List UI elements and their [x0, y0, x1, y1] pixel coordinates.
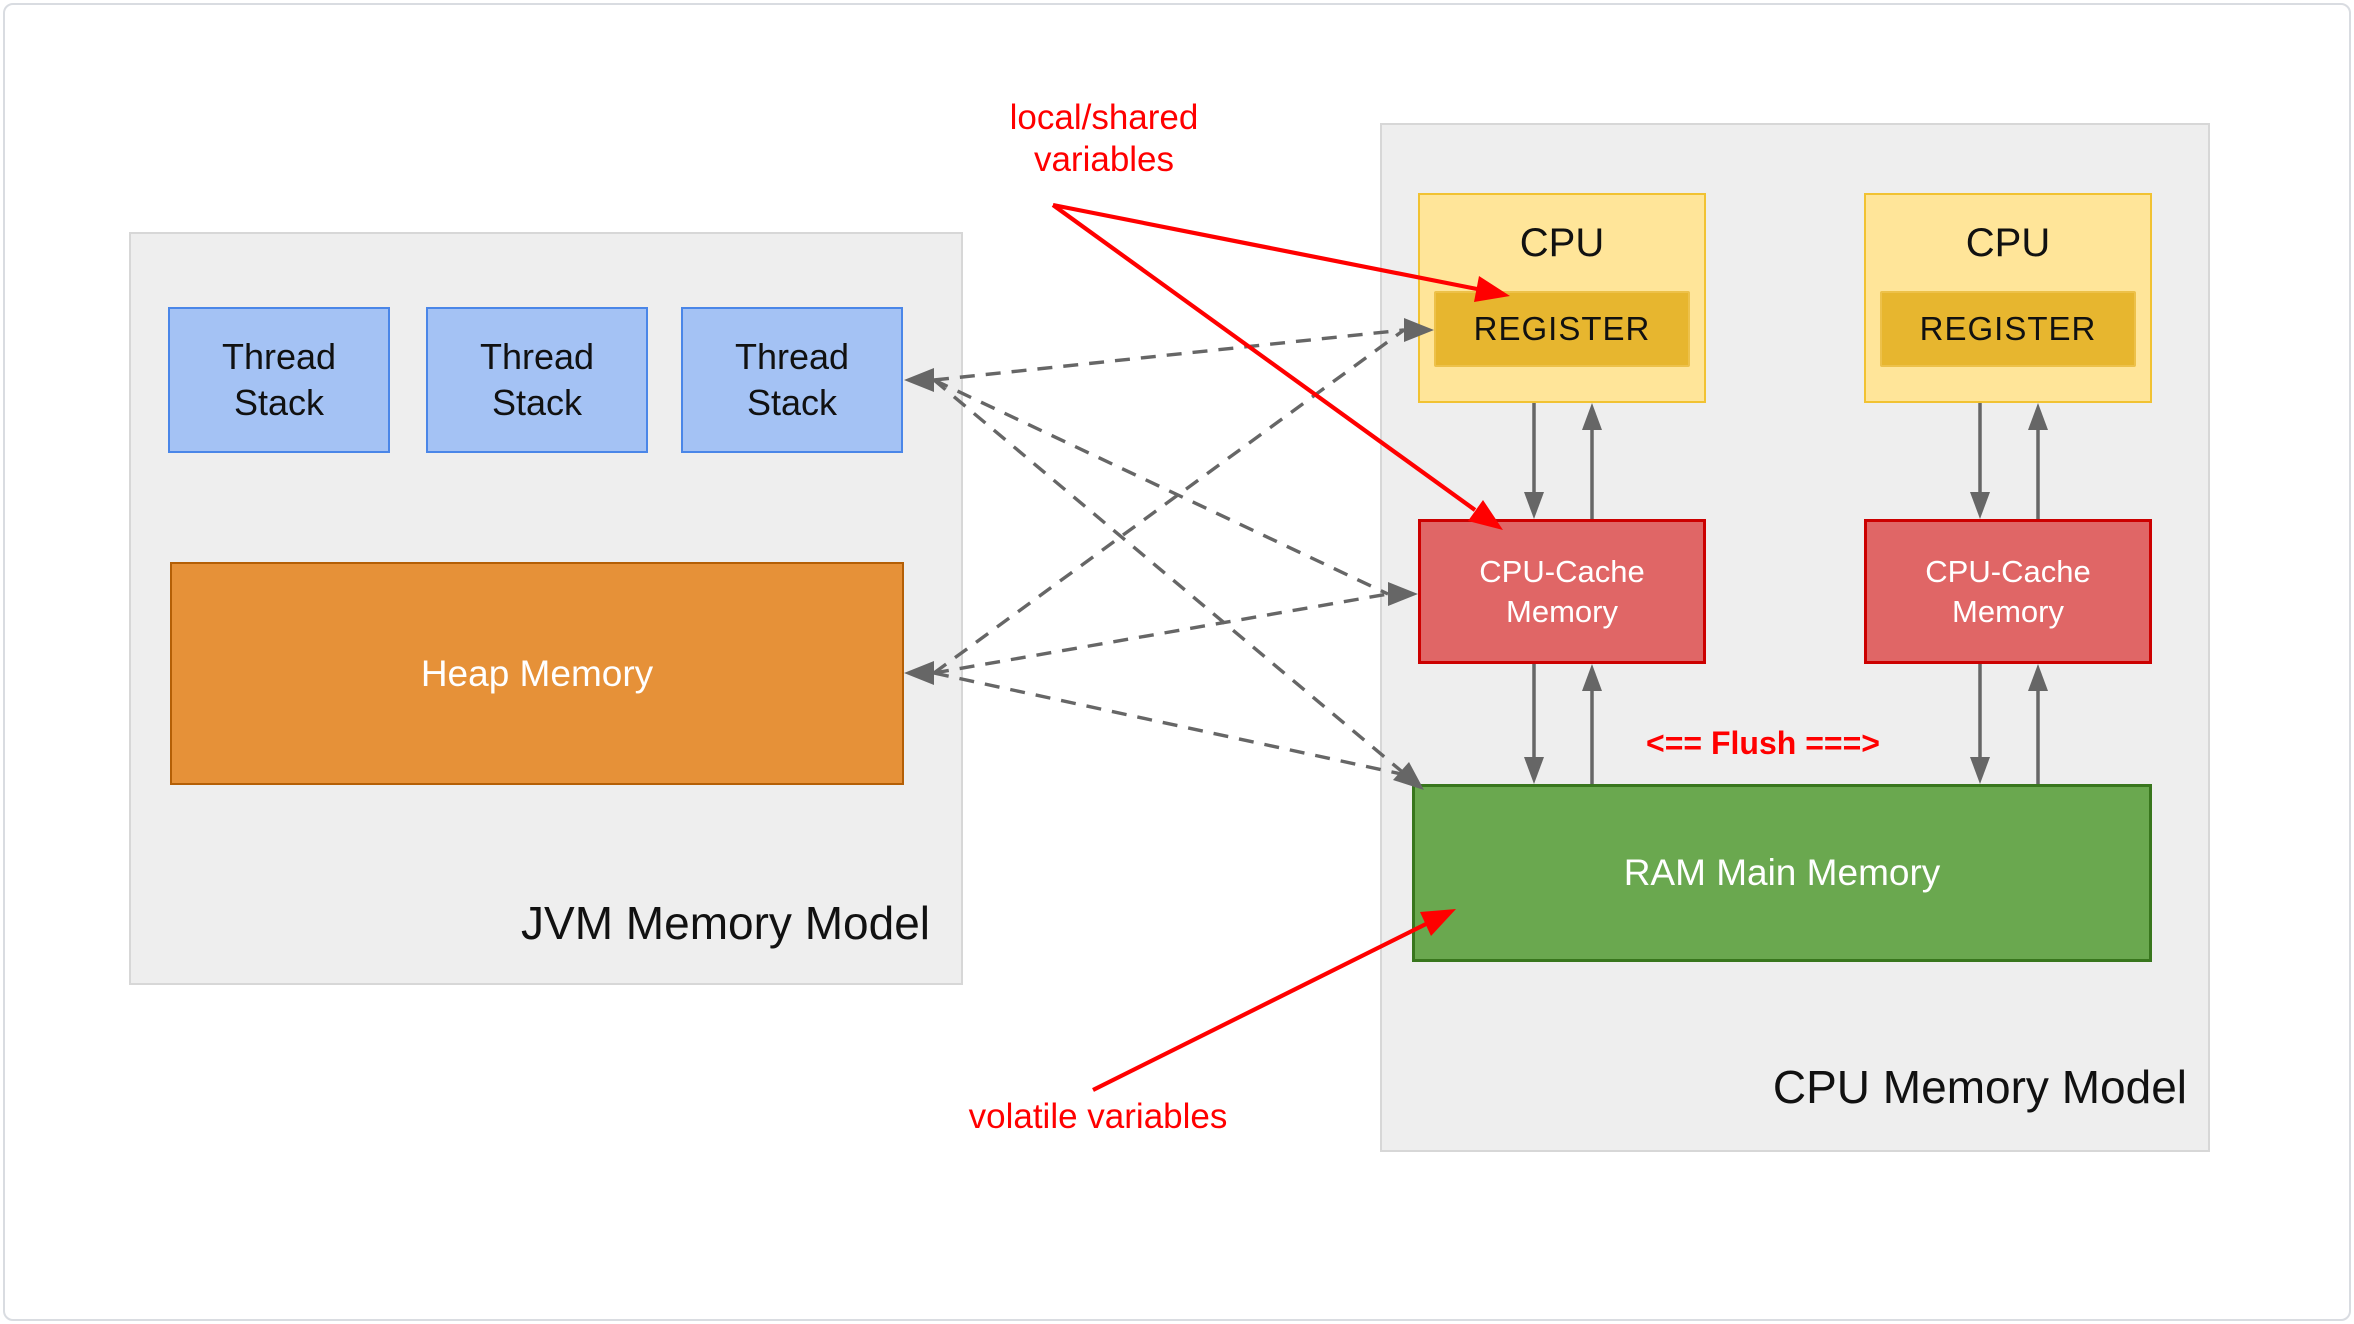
dashed-link-thread-register	[933, 328, 1405, 382]
cpu-label-2: CPU	[1965, 220, 2051, 265]
thread-stack-box-1: Thread Stack	[168, 307, 390, 453]
jvm-panel-title: JVM Memory Model	[521, 897, 930, 949]
volatile-to-ram-line	[1092, 922, 1427, 1092]
dashed-link-thread-ram	[932, 378, 1408, 777]
cpu-cache-box-1: CPU-Cache Memory	[1418, 519, 1706, 664]
local-shared-line-1: local/shared	[1009, 98, 1199, 137]
cpu-label-1: CPU	[1519, 220, 1605, 265]
cpu-box-2: CPU REGISTER	[1864, 193, 2152, 403]
register-box-1: REGISTER	[1434, 291, 1690, 367]
local-shared-variables-label: local/shared variables	[954, 97, 1254, 181]
dashed-link-heap-register	[932, 328, 1406, 675]
cpu-panel-title: CPU Memory Model	[1772, 1061, 2187, 1113]
thread-stack-box-3: Thread Stack	[681, 307, 903, 453]
dashed-link-heap-ram	[933, 671, 1407, 777]
volatile-variables-label: volatile variables	[968, 1097, 1228, 1136]
flush-label: <== Flush ===>	[1646, 725, 1880, 761]
register-box-2: REGISTER	[1880, 291, 2136, 367]
dashed-connectors	[932, 328, 1408, 777]
dashed-arrowheads	[904, 318, 1434, 790]
cpu-cache-box-2: CPU-Cache Memory	[1864, 519, 2152, 664]
ram-main-memory-box: RAM Main Memory	[1412, 784, 2152, 962]
heap-memory-box: Heap Memory	[170, 562, 904, 785]
dashed-link-heap-cache	[933, 592, 1389, 675]
local-shared-line-2: variables	[1033, 140, 1175, 179]
dashed-link-thread-cache	[933, 378, 1389, 596]
thread-stack-box-2: Thread Stack	[426, 307, 648, 453]
cpu-box-1: CPU REGISTER	[1418, 193, 1706, 403]
